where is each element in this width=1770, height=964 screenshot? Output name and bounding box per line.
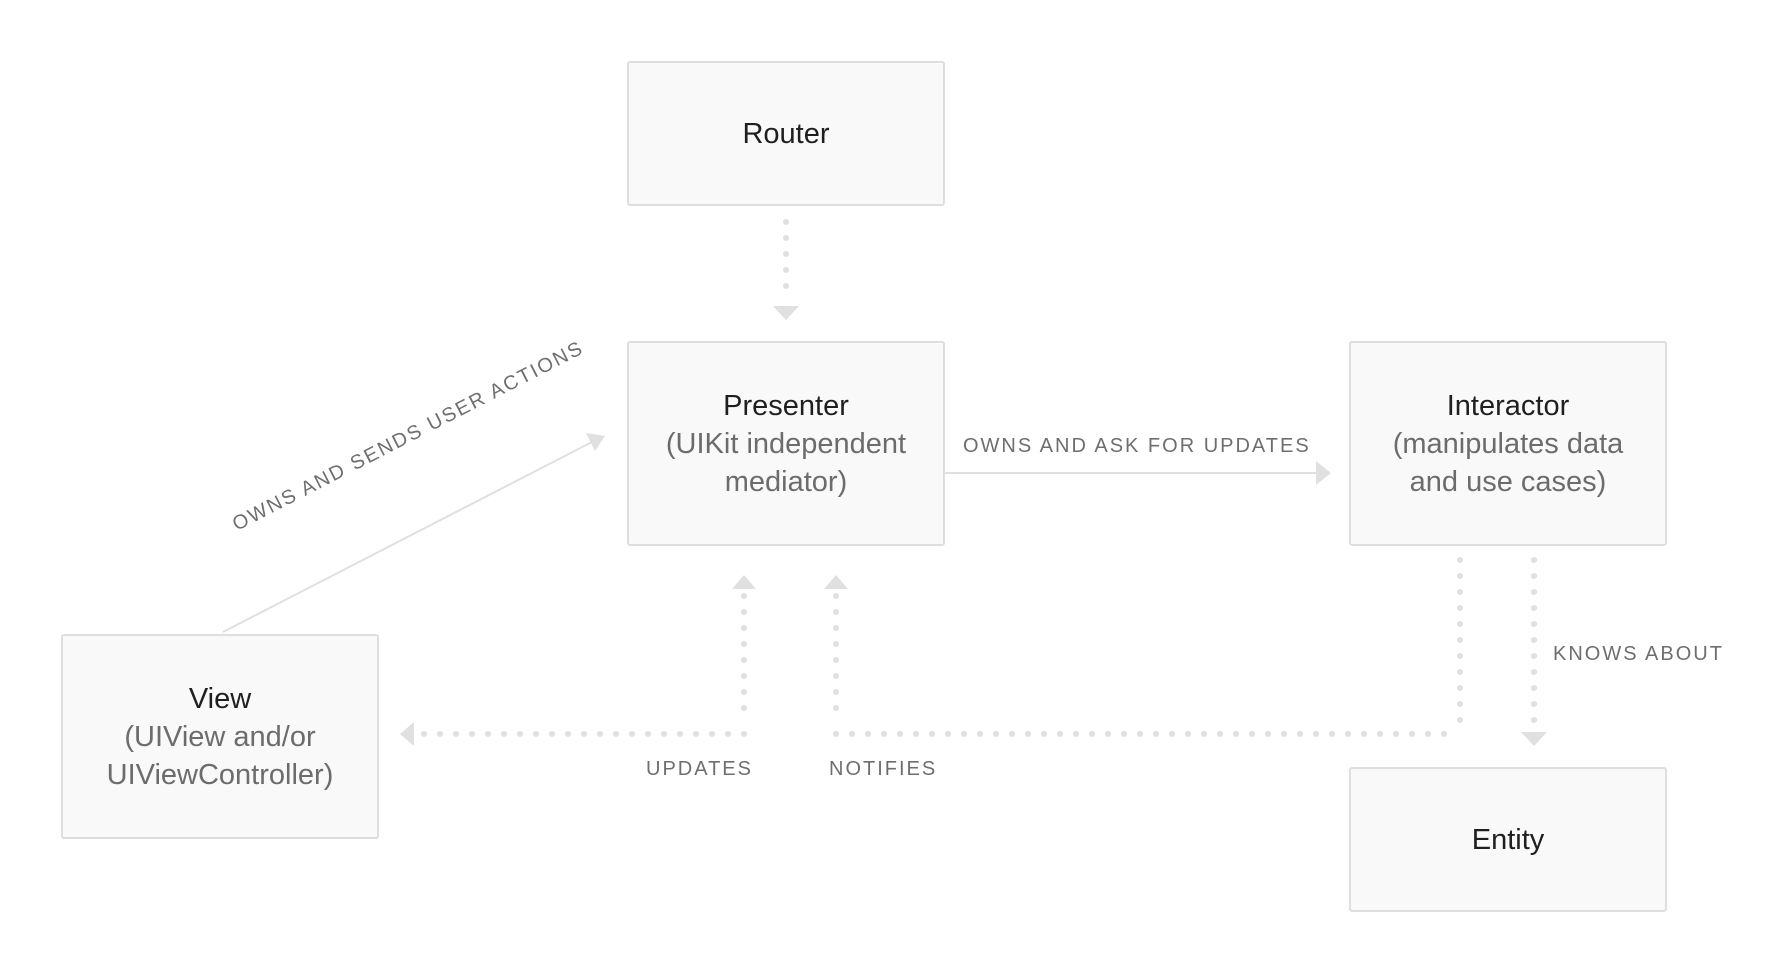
view-presenter-connector <box>222 441 593 633</box>
presenter-subtitle: (UIKit independent mediator) <box>665 427 907 498</box>
updates-left-arrowhead <box>400 722 414 746</box>
interactor-box: Interactor (manipulates data and use cas… <box>1349 341 1667 546</box>
updates-up-arrowhead <box>732 575 756 589</box>
notifies-up-arrowhead <box>824 575 848 589</box>
updates-label: UPDATES <box>646 758 753 780</box>
interactor-entity-arrowhead <box>1521 732 1547 746</box>
view-box: View (UIView and/or UIViewController) <box>61 634 379 839</box>
router-box: Router <box>627 61 945 206</box>
router-presenter-arrowhead <box>773 306 799 320</box>
notifies-label: NOTIFIES <box>829 758 938 780</box>
presenter-title: Presenter <box>723 389 849 422</box>
router-title: Router <box>742 117 830 150</box>
presenter-box: Presenter (UIKit independent mediator) <box>627 341 945 546</box>
entity-title: Entity <box>1471 823 1545 856</box>
view-presenter-arrowhead <box>586 433 605 451</box>
interactor-subtitle: (manipulates data and use cases) <box>1392 427 1624 498</box>
interactor-title: Interactor <box>1446 389 1570 422</box>
interactor-entity-label: KNOWS ABOUT <box>1553 643 1724 665</box>
entity-box: Entity <box>1349 767 1667 912</box>
presenter-interactor-label: OWNS AND ASK FOR UPDATES <box>963 435 1311 457</box>
presenter-interactor-arrowhead <box>1316 461 1331 485</box>
view-subtitle: (UIView and/or UIViewController) <box>106 720 334 791</box>
view-title: View <box>188 682 252 715</box>
